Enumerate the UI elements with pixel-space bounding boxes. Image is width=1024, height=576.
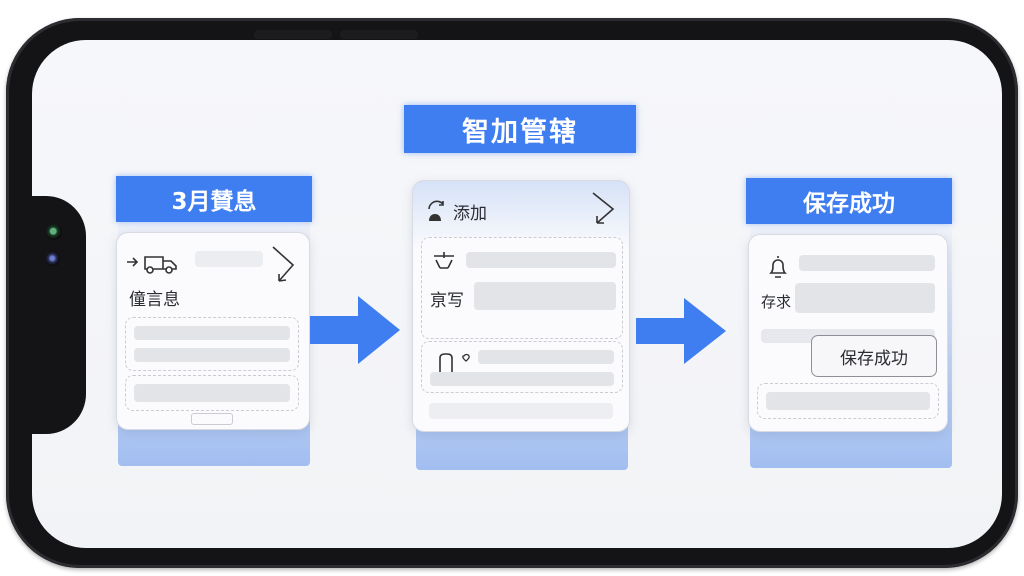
step1-card: 僮言息 xyxy=(116,232,310,430)
camera-notch xyxy=(32,196,86,434)
phone-frame: 智加管辖 3月賛息 僮言息 xyxy=(6,18,1018,568)
step2-label: 亰写 xyxy=(430,291,464,311)
front-camera-icon xyxy=(46,224,62,240)
step3-footer xyxy=(757,383,939,419)
step3-card: 存求 保存成功 xyxy=(748,234,948,432)
phone-screen: 智加管辖 3月賛息 僮言息 xyxy=(32,40,1002,548)
step1-footer xyxy=(125,375,299,411)
step3-label: 存求 xyxy=(761,293,792,311)
step-arrow-icon xyxy=(310,296,400,364)
settings-icon xyxy=(434,252,454,269)
add-user-icon xyxy=(428,200,444,221)
step1-fields xyxy=(125,317,299,371)
power-button xyxy=(340,30,418,39)
page-title: 智加管辖 xyxy=(404,105,636,153)
step3-banner: 保存成功 xyxy=(746,178,952,224)
step1-label: 僮言息 xyxy=(129,290,180,310)
volume-button xyxy=(254,30,332,39)
save-button[interactable]: 保存成功 xyxy=(811,335,937,377)
flow-arrow-icon xyxy=(272,246,295,282)
step2-form: 亰写 xyxy=(421,237,623,339)
bell-icon xyxy=(769,256,787,278)
sensor-icon xyxy=(46,252,60,266)
step2-card: 添加 亰写 xyxy=(412,180,630,432)
step-arrow-icon xyxy=(636,298,726,364)
step2-header: 添加 xyxy=(453,204,487,224)
flow-arrow-icon xyxy=(592,192,615,224)
step1-banner: 3月賛息 xyxy=(116,176,312,222)
step2-extra xyxy=(421,341,623,393)
home-indicator xyxy=(191,413,233,425)
delivery-truck-icon xyxy=(127,256,177,274)
